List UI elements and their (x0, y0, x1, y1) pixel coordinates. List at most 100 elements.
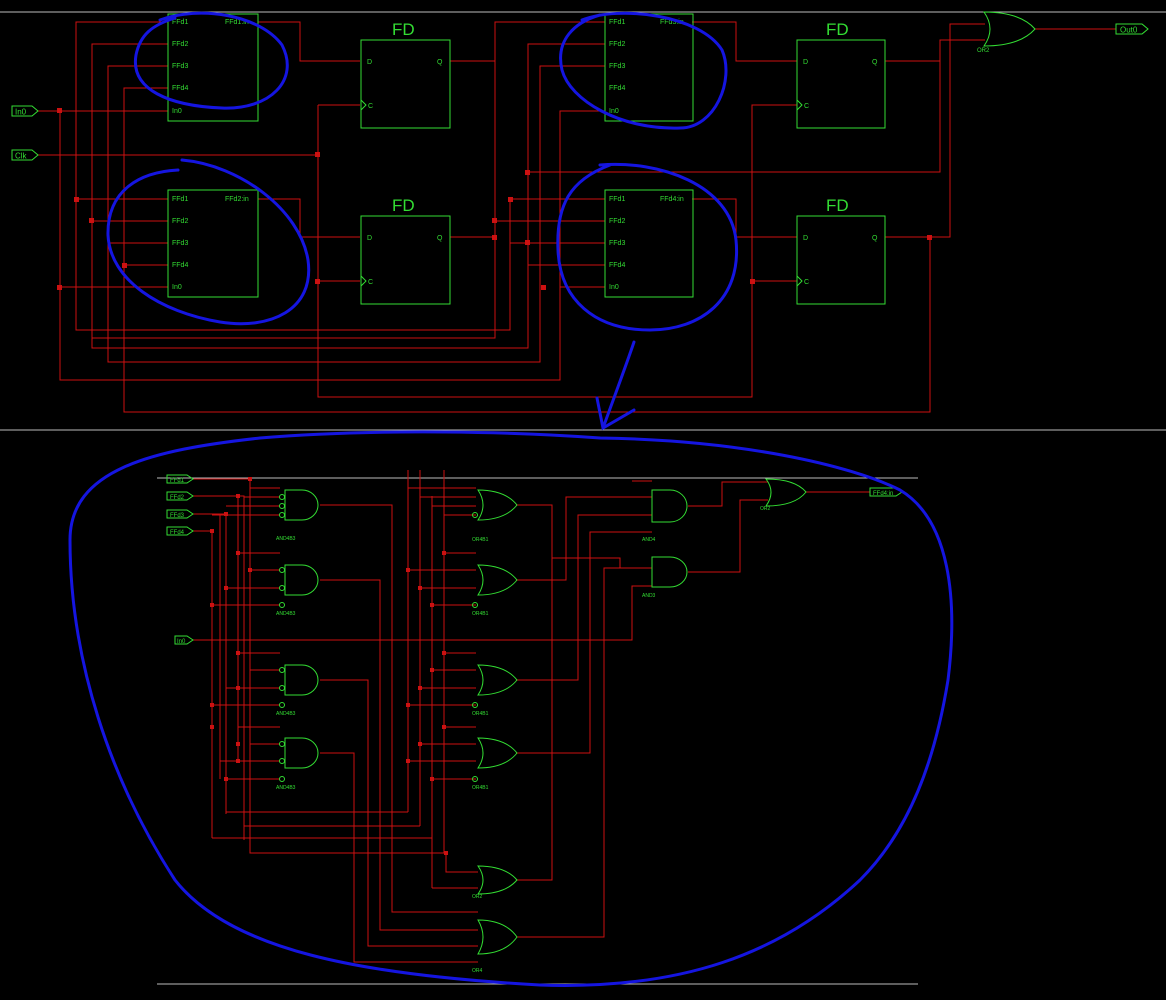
gate-label: AND4 (642, 537, 656, 543)
flipflop-fd-4[interactable]: FD D C Q (796, 196, 886, 305)
pin-label: FFd2 (172, 41, 188, 48)
input-port-in0-bottom[interactable]: In0 (174, 635, 194, 645)
gate-label: AND3 (642, 593, 656, 599)
or4b1-gate-4[interactable]: OR4B1 (472, 737, 518, 791)
pin-label: FFd2 (172, 218, 188, 225)
top-junctions (57, 108, 932, 290)
pin-label: D (367, 59, 372, 66)
pin-label: In0 (609, 284, 619, 291)
pin-label: FFd3 (609, 63, 625, 70)
and4b3-gate-2[interactable]: AND4B3 (276, 564, 319, 617)
port-label: FFd4:in (873, 491, 893, 497)
pin-label: In0 (172, 108, 182, 115)
pin-label: FFd2 (609, 218, 625, 225)
pin-label: FFd1 (609, 19, 625, 26)
annotation-circle-ffd4 (556, 162, 739, 332)
gate-label: OR2 (472, 894, 483, 900)
flipflop-fd-3[interactable]: FD D C Q (796, 20, 886, 129)
or4b1-gate-3[interactable]: OR4B1 (472, 664, 518, 717)
pin-label: FFd4 (609, 85, 625, 92)
gate-label: AND4B3 (276, 536, 296, 542)
bottom-junctions (210, 477, 448, 855)
annotation-arrowhead (595, 396, 636, 431)
or4b1-gate-1[interactable]: OR4B1 (472, 489, 518, 543)
output-pin-label: FFd1:in (225, 19, 249, 26)
port-label: Clk (15, 152, 28, 161)
annotation-marks (68, 11, 954, 987)
ff-title: FD (392, 196, 415, 215)
gate-label: OR4 (472, 968, 483, 974)
port-label: FFd1 (170, 478, 185, 484)
output-port-ffd4-in[interactable]: FFd4:in (869, 487, 903, 497)
logic-block-ffd2[interactable]: FFd1 FFd2 FFd3 FFd4 In0 FFd2:in (167, 189, 259, 298)
input-port-ffd1[interactable]: FFd1 (166, 474, 194, 484)
port-label: FFd4 (170, 530, 185, 536)
bottom-wires (193, 470, 870, 963)
pin-label: In0 (609, 108, 619, 115)
and3-gate[interactable]: AND3 (642, 556, 688, 599)
gate-label: OR2 (760, 506, 771, 512)
ff-title: FD (826, 196, 849, 215)
output-pin-label: FFd3:in (660, 19, 684, 26)
input-port-ffd2[interactable]: FFd2 (166, 491, 194, 501)
and4-gate[interactable]: AND4 (642, 489, 688, 543)
ff-title: FD (392, 20, 415, 39)
pin-label: FFd3 (609, 240, 625, 247)
pin-label: FFd3 (172, 63, 188, 70)
pin-label: D (367, 235, 372, 242)
input-port-ffd4[interactable]: FFd4 (166, 526, 194, 536)
pin-label: Q (872, 59, 878, 66)
pin-label: C (368, 279, 373, 286)
or2-gate-lower[interactable]: OR2 (472, 865, 518, 900)
flipflop-fd-1[interactable]: FD D C Q (360, 20, 451, 129)
or4-gate-lower[interactable]: OR4 (472, 919, 518, 974)
gate-label: OR4B1 (472, 611, 489, 617)
or4b1-gate-2[interactable]: OR4B1 (472, 564, 518, 617)
gate-label: OR4B1 (472, 537, 489, 543)
and4b3-gate-4[interactable]: AND4B3 (276, 737, 319, 791)
pin-label: C (804, 103, 809, 110)
gate-label: OR4B1 (472, 785, 489, 791)
input-port-clk[interactable]: Clk (11, 149, 39, 161)
port-label: In0 (177, 639, 186, 645)
pin-label: In0 (172, 284, 182, 291)
pin-label: FFd3 (172, 240, 188, 247)
port-label: FFd2 (170, 495, 185, 501)
output-pin-label: FFd2:in (225, 196, 249, 203)
pin-label: FFd1 (172, 19, 188, 26)
or2-gate-bottom-right[interactable]: OR2 (760, 478, 807, 512)
and4b3-gate-3[interactable]: AND4B3 (276, 664, 319, 717)
pin-label: Q (872, 235, 878, 242)
top-wires (38, 21, 1116, 413)
flipflop-fd-2[interactable]: FD D C Q (360, 196, 451, 305)
annotation-circle-ffd2 (106, 158, 311, 326)
port-label: FFd3 (170, 513, 185, 519)
ff-title: FD (826, 20, 849, 39)
gate-label: OR2 (977, 48, 990, 54)
logic-block-ffd4[interactable]: FFd1 FFd2 FFd3 FFd4 In0 FFd4:in (604, 189, 694, 298)
port-label: Out0 (1120, 26, 1138, 35)
pin-label: C (804, 279, 809, 286)
gate-label: AND4B3 (276, 611, 296, 617)
pin-label: C (368, 103, 373, 110)
pin-label: FFd1 (609, 196, 625, 203)
gate-label: AND4B3 (276, 711, 296, 717)
logic-block-ffd3[interactable]: FFd1 FFd2 FFd3 FFd4 In0 FFd3:in (604, 13, 694, 122)
input-port-ffd3[interactable]: FFd3 (166, 509, 194, 519)
pin-label: FFd2 (609, 41, 625, 48)
annotation-large-outline (68, 430, 954, 987)
pin-label: FFd1 (172, 196, 188, 203)
pin-label: FFd4 (172, 262, 188, 269)
port-label: In0 (15, 108, 27, 117)
pin-label: FFd4 (172, 85, 188, 92)
pin-label: Q (437, 59, 443, 66)
pin-label: D (803, 59, 808, 66)
pin-label: D (803, 235, 808, 242)
annotation-circle-ffd3 (559, 11, 728, 130)
or2-gate-top[interactable]: OR2 (977, 11, 1036, 54)
annotation-circle-ffd1 (133, 11, 289, 110)
and4b3-gate-1[interactable]: AND4B3 (276, 489, 319, 542)
output-port-out0[interactable]: Out0 (1115, 23, 1149, 35)
input-port-in0[interactable]: In0 (11, 105, 39, 117)
